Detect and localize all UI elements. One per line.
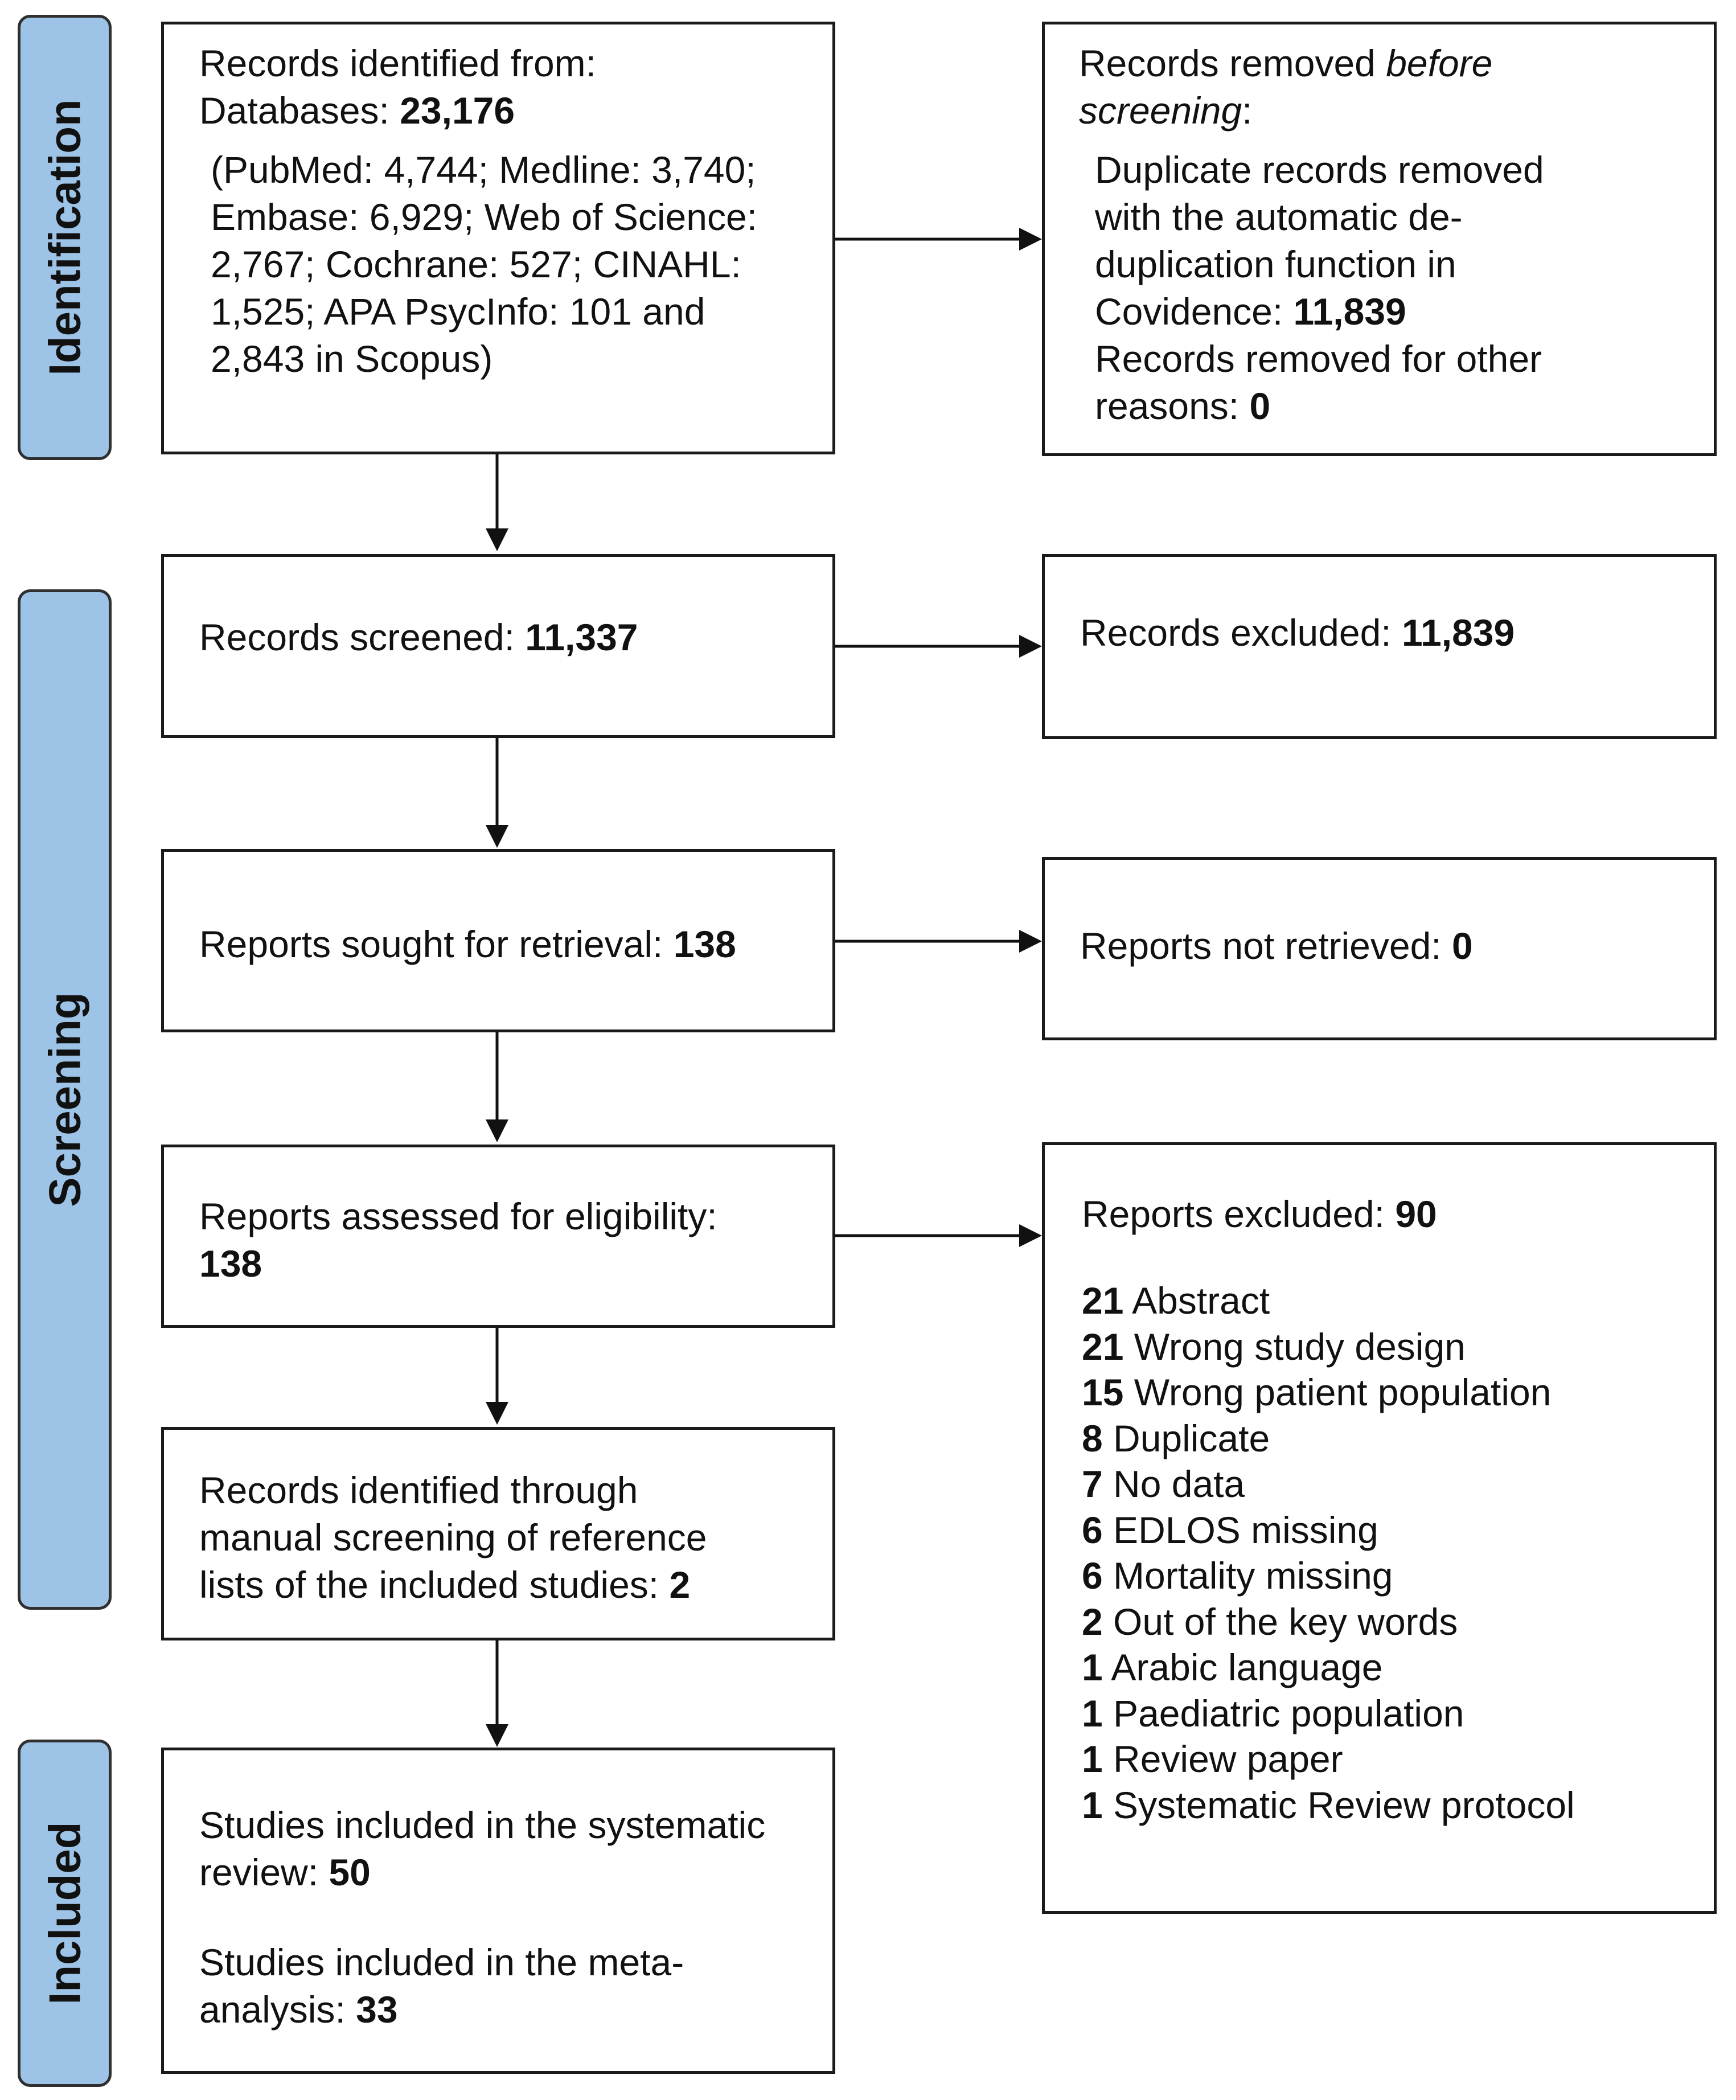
not-retrieved-value: 0 [1451,925,1473,967]
exclusion-reason: 21 Wrong study design [1082,1325,1466,1368]
removed-covidence-value: 11,839 [1293,290,1406,333]
not-retrieved-label: Reports not retrieved: [1080,925,1452,967]
identified-line1: Records identified from: [199,42,596,84]
identified-detail-2: Embase: 6,929; Web of Science: [211,196,757,238]
screened-value: 11,337 [525,616,638,658]
exclusion-reason: 2 Out of the key words [1082,1600,1458,1643]
screened-label: Records screened: [199,616,526,658]
included-ma-label: analysis: [199,1988,356,2031]
removed-line-1: Duplicate records removed [1095,149,1544,191]
exclusion-reason: 15 Wrong patient population [1082,1371,1552,1413]
removed-heading-a: Records removed [1079,42,1386,84]
stage-screening: Screening [18,589,112,1610]
exclusion-reason: 1 Arabic language [1082,1646,1383,1688]
identified-detail-3: 2,767; Cochrane: 527; CINAHL: [211,243,741,285]
reports-excluded-label: Reports excluded: [1082,1193,1396,1235]
records-screened-box: Records screened: 11,337 [161,554,835,738]
excluded-label: Records excluded: [1080,612,1402,654]
manual-value: 2 [669,1564,691,1606]
exclusion-reason: 8 Duplicate [1082,1417,1270,1459]
exclusion-reasons-list: 21 Abstract 21 Wrong study design 15 Wro… [1082,1278,1575,1828]
exclusion-reason: 1 Review paper [1082,1738,1343,1780]
studies-included-box: Studies included in the systematic revie… [161,1748,835,2074]
exclusion-reason: 1 Paediatric population [1082,1692,1464,1734]
removed-line-3: duplication function in [1095,243,1456,285]
records-identified-box: Records identified from: Databases: 23,1… [161,22,835,454]
reports-assessed-box: Reports assessed for eligibility: 138 [161,1145,835,1328]
included-sr-value: 50 [329,1851,371,1893]
exclusion-reason: 6 Mortality missing [1082,1555,1393,1597]
reports-sought-box: Reports sought for retrieval: 138 [161,849,835,1032]
assessed-label: Reports assessed for eligibility: [199,1195,717,1237]
removed-heading-b: before [1386,42,1493,84]
identified-detail-5: 2,843 in Scopus) [211,338,493,380]
stage-included: Included [18,1740,112,2087]
removed-other-label: reasons: [1095,385,1250,427]
exclusion-reason: 1 Systematic Review protocol [1082,1783,1575,1826]
included-ma-line1: Studies included in the meta- [199,1941,684,1983]
sought-label: Reports sought for retrieval: [199,923,674,965]
identified-detail-4: 1,525; APA PsycInfo: 101 and [211,290,705,333]
excluded-value: 11,839 [1401,612,1515,654]
stage-identification: Identification [18,15,112,460]
manual-line-1: Records identified through [199,1469,638,1511]
records-excluded-box: Records excluded: 11,839 [1042,554,1717,739]
removed-covidence-label: Covidence: [1095,290,1294,333]
manual-screening-box: Records identified through manual screen… [161,1427,835,1640]
reports-excluded-box: Reports excluded: 90 21 Abstract 21 Wron… [1042,1142,1717,1914]
included-sr-line1: Studies included in the systematic [199,1804,766,1846]
identified-detail-1: (PubMed: 4,744; Medline: 3,740; [211,149,756,191]
removed-other-line1: Records removed for other [1095,338,1542,380]
reports-excluded-value: 90 [1395,1193,1437,1235]
assessed-value: 138 [199,1242,262,1285]
exclusion-reason: 21 Abstract [1082,1279,1270,1322]
included-ma-value: 33 [356,1988,398,2031]
removed-other-value: 0 [1249,385,1271,427]
exclusion-reason: 7 No data [1082,1463,1245,1505]
manual-line-2: manual screening of reference [199,1516,707,1558]
manual-last-label: lists of the included studies: [199,1564,670,1606]
reports-not-retrieved-box: Reports not retrieved: 0 [1042,857,1717,1040]
included-sr-label: review: [199,1851,329,1893]
records-removed-box: Records removed before screening: Duplic… [1042,22,1717,456]
exclusion-reason: 6 EDLOS missing [1082,1508,1378,1551]
identified-databases-value: 23,176 [400,89,515,132]
identified-databases-label: Databases: [199,89,400,132]
removed-heading-c: screening [1079,89,1242,132]
sought-value: 138 [673,923,736,965]
removed-line-2: with the automatic de- [1095,196,1463,238]
removed-heading-colon: : [1242,89,1253,132]
